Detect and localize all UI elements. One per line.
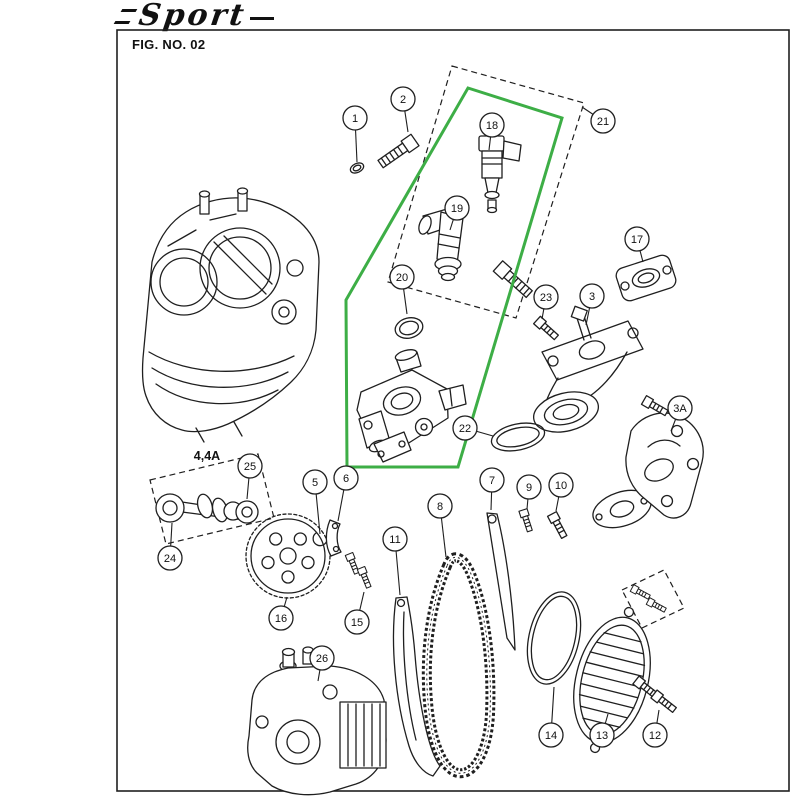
camshaft-group-label: 4,4A [194, 449, 220, 463]
part-cam-sprocket [245, 513, 331, 599]
svg-text:19: 19 [451, 203, 463, 215]
callout-18[interactable]: 18 [479, 112, 505, 151]
callout-14[interactable]: 14 [538, 686, 564, 748]
svg-text:20: 20 [396, 272, 408, 284]
part-retainer [312, 532, 328, 547]
callout-11[interactable]: 11 [382, 526, 408, 596]
svg-text:15: 15 [351, 617, 363, 629]
part-bolt-23 [533, 315, 561, 342]
callout-20[interactable]: 20 [389, 264, 415, 315]
callout-15[interactable]: 15 [344, 591, 370, 635]
svg-text:25: 25 [244, 461, 256, 473]
svg-text:6: 6 [343, 473, 349, 485]
callout-25[interactable]: 25 [237, 453, 263, 500]
callout-8[interactable]: 8 [427, 493, 453, 558]
svg-text:17: 17 [631, 234, 643, 246]
callout-12[interactable]: 12 [642, 709, 668, 748]
callout-5[interactable]: 5 [302, 469, 328, 535]
part-manifold-3a [592, 412, 704, 529]
callout-7[interactable]: 7 [479, 467, 505, 511]
svg-text:13: 13 [596, 730, 608, 742]
svg-text:14: 14 [545, 730, 557, 742]
svg-text:16: 16 [275, 613, 287, 625]
part-cam-chain [421, 552, 496, 779]
part-plate-screws [344, 551, 374, 590]
logo-flourish-right-icon [250, 16, 275, 20]
part-bolt-2 [375, 133, 420, 171]
part-screw-9 [518, 508, 535, 533]
part-engine-cases [247, 646, 387, 796]
svg-text:5: 5 [312, 477, 318, 489]
brand-logo-row: Sport [113, 0, 275, 33]
svg-text:9: 9 [526, 482, 532, 494]
svg-text:18: 18 [486, 120, 498, 132]
svg-text:26: 26 [316, 653, 328, 665]
svg-text:12: 12 [649, 730, 661, 742]
dashed-box-injector-group [387, 65, 585, 319]
callout-13[interactable]: 13 [589, 713, 615, 748]
part-oring-20 [394, 317, 424, 339]
svg-text:22: 22 [459, 423, 471, 435]
svg-text:7: 7 [489, 475, 495, 487]
dashed-box-screw-group [621, 569, 685, 629]
figure-number-label: FIG. NO. 02 [132, 37, 206, 52]
page-border [116, 29, 790, 792]
callout-24[interactable]: 24 [157, 522, 183, 571]
svg-text:3: 3 [589, 291, 595, 303]
part-cylinder-head [141, 187, 320, 443]
part-bolt-10 [546, 511, 570, 540]
highlight-region [344, 86, 564, 469]
svg-text:24: 24 [164, 553, 176, 565]
svg-text:10: 10 [555, 480, 567, 492]
part-fuel-injector [478, 135, 522, 214]
part-gasket-22 [490, 422, 546, 452]
callout-22[interactable]: 22 [452, 415, 494, 441]
svg-text:8: 8 [437, 501, 443, 513]
part-tensioner-blade [486, 512, 516, 651]
callout-10[interactable]: 10 [548, 472, 574, 512]
part-hardware-screws [629, 584, 668, 614]
svg-text:2: 2 [400, 94, 406, 106]
part-oring-14 [526, 591, 582, 685]
callout-21[interactable]: 21 [581, 106, 616, 134]
part-insulator-flange [615, 254, 677, 302]
callout-1[interactable]: 1 [342, 105, 368, 163]
callout-2[interactable]: 2 [390, 86, 416, 133]
svg-text:3A: 3A [673, 403, 687, 415]
svg-text:23: 23 [540, 292, 552, 304]
part-intake-manifold [533, 305, 644, 433]
callout-23[interactable]: 23 [533, 284, 559, 320]
callout-17[interactable]: 17 [624, 226, 650, 263]
svg-text:1: 1 [352, 113, 358, 125]
dashed-box-camshaft-group [149, 453, 275, 545]
callout-3A[interactable]: 3A [667, 395, 693, 432]
callout-26[interactable]: 26 [309, 645, 335, 682]
callout-6[interactable]: 6 [333, 465, 359, 522]
part-chain-guide [392, 596, 441, 777]
part-guide-plate [325, 519, 342, 557]
part-camshaft-assembly [155, 493, 259, 524]
callout-19[interactable]: 19 [444, 195, 470, 231]
part-throttle-body [356, 349, 467, 463]
callout-9[interactable]: 9 [516, 474, 542, 510]
part-washer-1 [349, 162, 365, 174]
callout-16[interactable]: 16 [268, 596, 294, 631]
callout-3[interactable]: 3 [579, 283, 605, 326]
svg-text:11: 11 [389, 534, 400, 546]
svg-text:21: 21 [597, 116, 609, 128]
